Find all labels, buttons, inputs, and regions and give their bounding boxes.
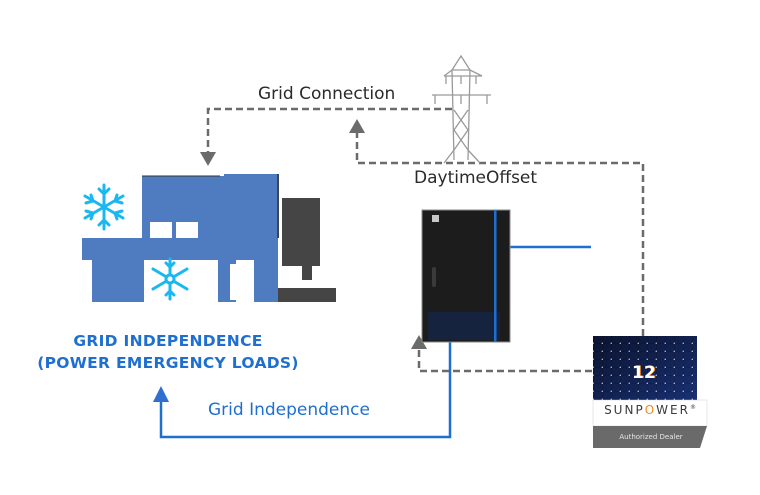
arrow-up-icon [411, 335, 427, 349]
grid-independence-title: GRID INDEPENDENCE (POWER EMERGENCY LOADS… [18, 330, 318, 374]
arrow-up-icon [153, 386, 169, 402]
battery-cabinet-icon [421, 209, 511, 343]
arrow-up-icon [349, 119, 365, 133]
grid-independence-line [153, 342, 452, 439]
snowflake-icon [151, 257, 189, 301]
daytime-offset-label: DaytimeOffset [414, 168, 538, 188]
grid-independence-title-line2: (POWER EMERGENCY LOADS) [37, 354, 299, 372]
brand-accent: O [644, 403, 657, 417]
brand-suffix: WER [656, 403, 690, 417]
transmission-tower-icon [432, 54, 491, 164]
snowflake-icon [83, 183, 125, 231]
solar-panel-icon [592, 336, 708, 448]
grid-connection-label: Grid Connection [258, 84, 396, 104]
panel-count: 12 [632, 363, 656, 383]
daytime-offset-line [349, 119, 645, 336]
arrow-down-icon [200, 152, 216, 166]
brand-prefix: SUNP [604, 403, 645, 417]
house-icon [82, 174, 336, 302]
sunpower-logo: SUNPOWER® [595, 403, 707, 417]
grid-connection-line [200, 107, 452, 166]
grid-independence-flow-label: Grid Independence [208, 400, 370, 420]
panel-to-battery-line [411, 335, 592, 373]
brand-mark: ® [689, 404, 698, 411]
authorized-dealer-badge: Authorized Dealer [619, 433, 683, 441]
grid-independence-title-line1: GRID INDEPENDENCE [73, 332, 263, 350]
